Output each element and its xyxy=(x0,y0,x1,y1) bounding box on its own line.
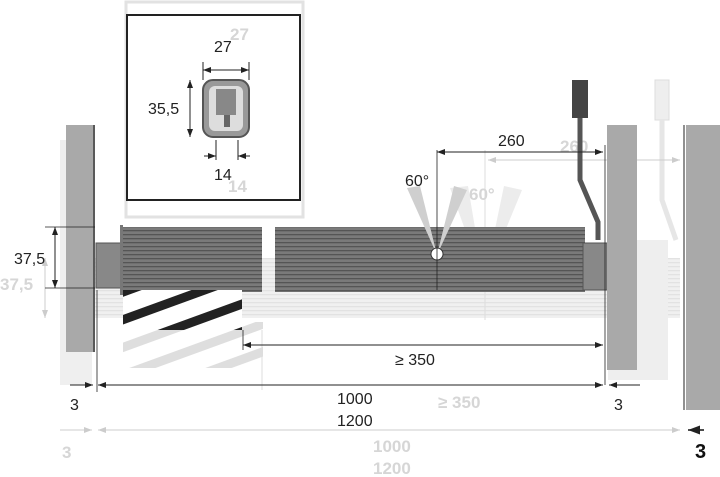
length-2-label: 1200 xyxy=(337,413,373,430)
right-wall xyxy=(607,125,637,370)
offset-label: 260 xyxy=(498,133,525,150)
hatched-area xyxy=(123,290,242,330)
gap-right-label: 3 xyxy=(614,397,623,414)
diameter-label: 37,5 xyxy=(14,251,45,268)
roller-tube xyxy=(123,227,262,292)
inset-height-label: 35,5 xyxy=(148,101,179,118)
ghost-min-length-label: ≥ 350 xyxy=(438,393,480,412)
ghost-diameter-label: 37,5 xyxy=(0,275,33,294)
motor-head xyxy=(582,242,608,291)
gap-far-label: 3 xyxy=(695,441,706,463)
ghost-gap-label: 3 xyxy=(62,443,71,462)
far-wall xyxy=(686,125,720,410)
left-end-cap xyxy=(95,242,123,289)
ghost-length-2-label: 1200 xyxy=(373,459,411,477)
ghost-bottom-label: 14 xyxy=(228,177,247,196)
ghost-offset-label: 260 xyxy=(560,137,588,156)
main-assembly: 60° 260 37,5 ≥ 350 3 1000 1200 3 3 xyxy=(14,80,720,463)
length-1-label: 1000 xyxy=(337,391,373,408)
inset-width-label: 27 xyxy=(214,39,232,56)
profile-inset: 27 35,5 14 xyxy=(126,14,301,201)
ghost-width-label: 27 xyxy=(230,25,249,44)
left-wall xyxy=(66,125,93,352)
inset-bottom-label: 14 xyxy=(214,167,232,184)
gap-left-label: 3 xyxy=(70,397,79,414)
min-length-label: ≥ 350 xyxy=(395,352,435,369)
connector-plug xyxy=(572,80,588,118)
ghost-angle-label: 60° xyxy=(469,185,495,204)
angle-label: 60° xyxy=(405,173,429,190)
ghost-length-1-label: 1000 xyxy=(373,437,411,456)
